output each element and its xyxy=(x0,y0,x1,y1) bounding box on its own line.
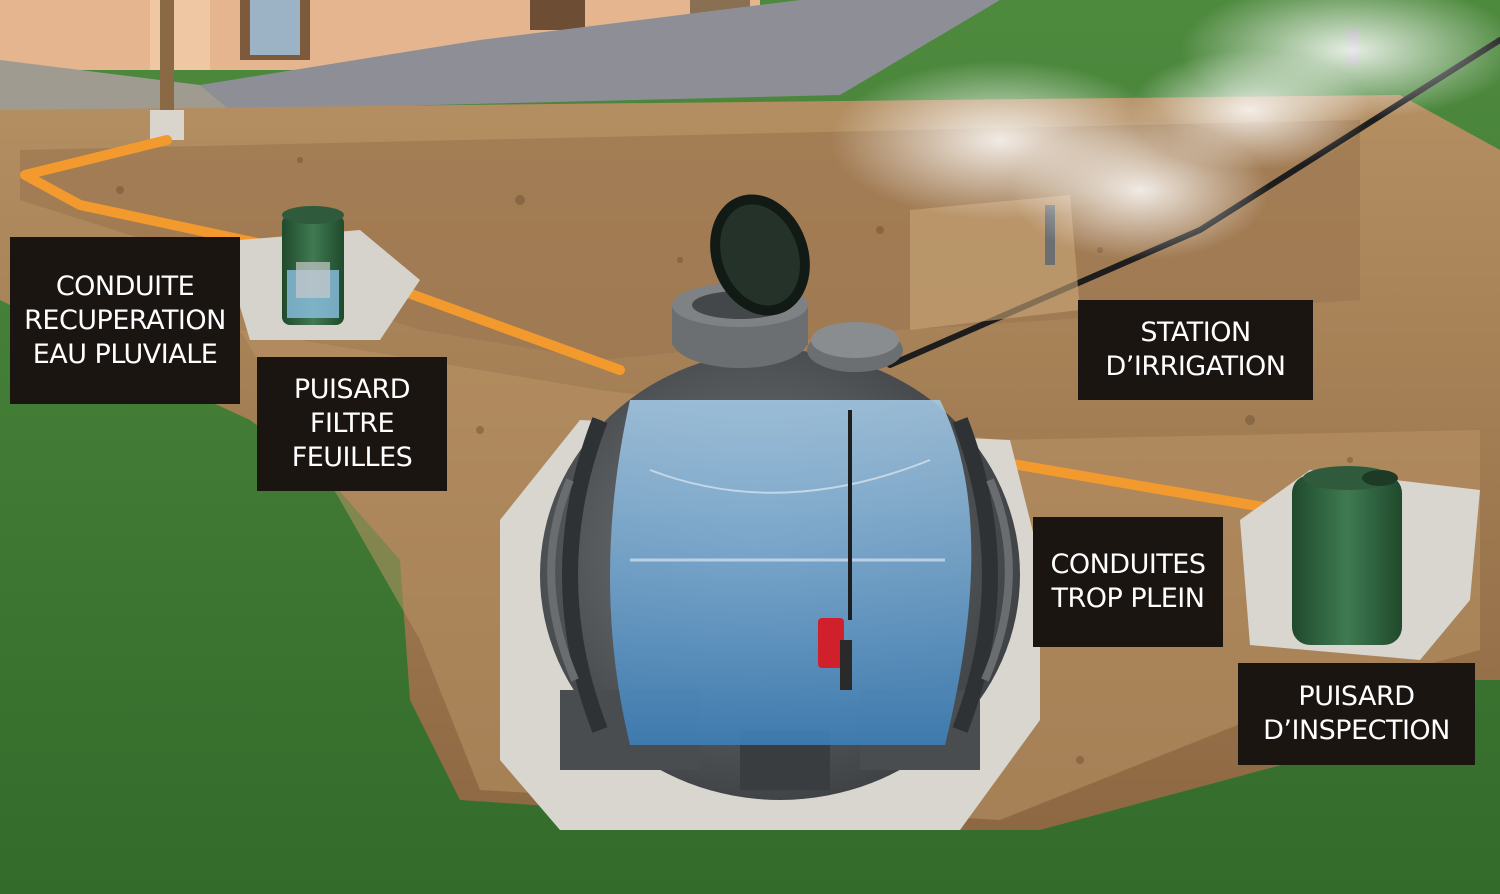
label-conduite-recuperation: CONDUITE RECUPERATION EAU PLUVIALE xyxy=(10,237,240,404)
label-conduites-trop-plein: CONDUITES TROP PLEIN xyxy=(1033,517,1223,647)
downpipe xyxy=(160,0,174,120)
terrace xyxy=(200,0,1000,110)
filter-sump xyxy=(282,206,344,325)
rainwater-tank xyxy=(540,194,1020,800)
label-station-irrigation: STATION D’IRRIGATION xyxy=(1078,300,1313,400)
overflow-pipe xyxy=(955,450,1315,520)
label-puisard-filtre: PUISARD FILTRE FEUILLES xyxy=(257,357,447,491)
label-puisard-inspection: PUISARD D’INSPECTION xyxy=(1238,663,1475,765)
sprinkler-spray xyxy=(830,0,1500,260)
inspection-sump xyxy=(1292,466,1402,645)
